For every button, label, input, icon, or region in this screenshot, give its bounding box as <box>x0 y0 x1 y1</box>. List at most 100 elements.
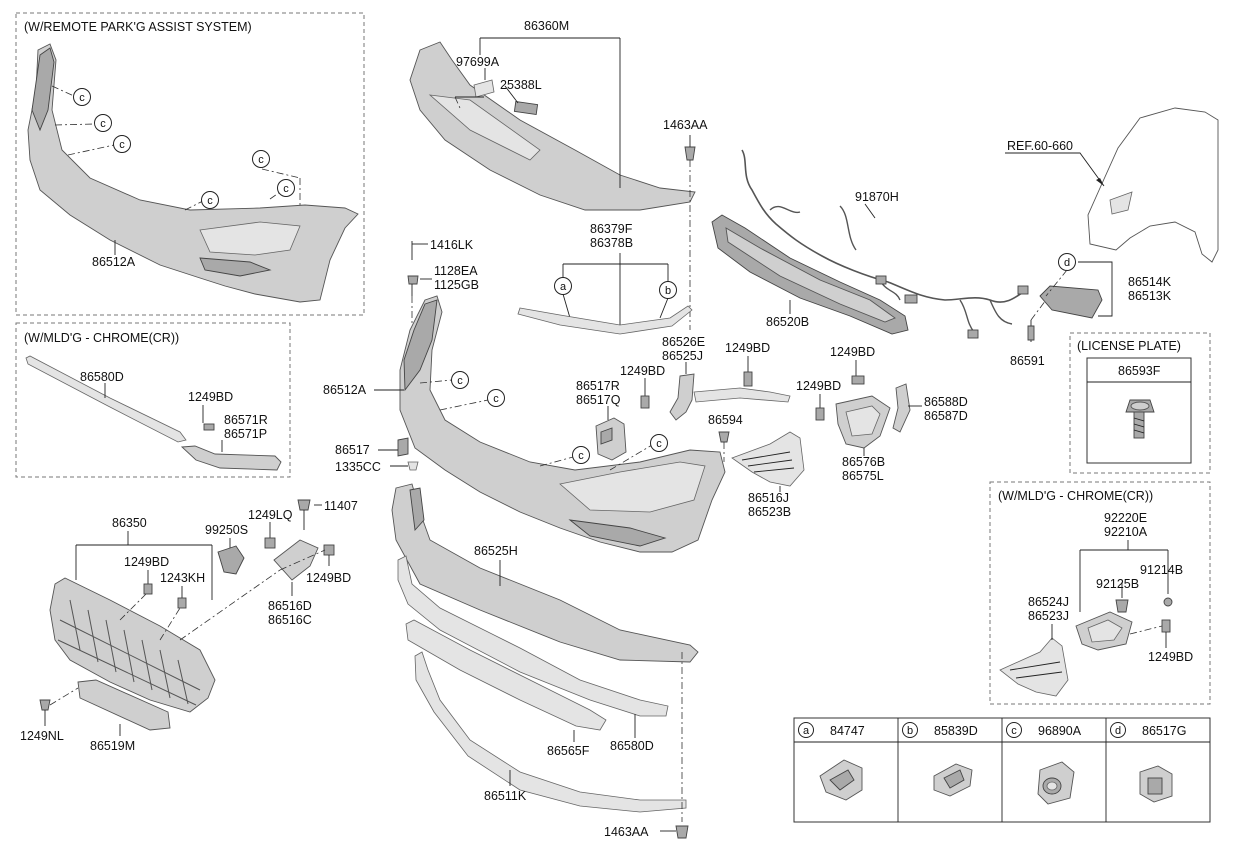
garnish-strip-left <box>25 355 187 443</box>
label-97699A: 97699A <box>456 55 500 69</box>
mldg-chrome-right-title: (W/MLD'G - CHROME(CR)) <box>998 489 1153 503</box>
remote-park-title: (W/REMOTE PARK'G ASSIST SYSTEM) <box>24 20 252 34</box>
label-86580D-bot: 86580D <box>610 739 654 753</box>
garnish-strip-group: 86379F 86378B a b <box>517 222 693 335</box>
label-1249BD-c: 1249BD <box>830 345 875 359</box>
bolt-1249BD-d-group: 1249BD <box>796 379 841 421</box>
remote-park-assist-box: (W/REMOTE PARK'G ASSIST SYSTEM) c c c c … <box>15 12 365 316</box>
label-1416LK: 1416LK <box>430 238 474 252</box>
label-86524J: 86524J <box>1028 595 1069 609</box>
label-86513K: 86513K <box>1128 289 1172 303</box>
label-92125B: 92125B <box>1096 577 1139 591</box>
label-REF-60-660: REF.60-660 <box>1007 139 1073 153</box>
svg-text:b: b <box>907 725 913 737</box>
label-1335CC: 1335CC <box>335 460 381 474</box>
license-bolt-icon <box>1125 399 1155 439</box>
callout-c-ring-main-3: c <box>572 446 590 464</box>
fender-group: REF.60-660 <box>1005 107 1219 263</box>
label-86379F: 86379F <box>590 222 633 236</box>
legend-part-d: 86517G <box>1142 724 1186 738</box>
label-1249BD-right: 1249BD <box>1148 650 1193 664</box>
svg-text:b: b <box>665 285 671 297</box>
callout-c-ring-6: c <box>277 179 295 197</box>
side-bracket-86514K <box>1039 285 1103 319</box>
svg-text:a: a <box>560 281 567 293</box>
bolt-1249BD-b-group: 1249BD <box>725 341 770 387</box>
legend-cell-b: b 85839D <box>902 722 978 797</box>
energy-absorber-group: 86520B <box>711 214 909 335</box>
label-86526E: 86526E <box>662 335 705 349</box>
lip-garnish-86511K <box>414 651 687 813</box>
callout-c-ring-3: c <box>113 135 131 153</box>
legend-cell-a: a 84747 <box>798 722 865 801</box>
label-86575L: 86575L <box>842 469 884 483</box>
callout-a-ring: a <box>554 277 572 295</box>
label-1249BD-d: 1249BD <box>796 379 841 393</box>
label-91214B: 91214B <box>1140 563 1183 577</box>
legend-part-c: 96890A <box>1038 724 1082 738</box>
bolt-1249BD-left <box>203 423 215 431</box>
callout-b-ring: b <box>659 281 677 299</box>
side-bracket-group: d 86514K 86513K 86591 <box>1010 253 1172 368</box>
bolt-1249BD-a-group: 1249BD <box>620 364 665 409</box>
label-86587D: 86587D <box>924 409 968 423</box>
label-86514K: 86514K <box>1128 275 1172 289</box>
callout-c-ring-1: c <box>73 88 91 106</box>
clip-86594-group: 86594 <box>708 413 743 462</box>
skid-plate-86565F <box>397 555 669 717</box>
bracket-86526E <box>669 373 695 421</box>
label-86523B: 86523B <box>748 505 791 519</box>
mldg-chrome-right-box: (W/MLD'G - CHROME(CR)) 92220E 92210A 912… <box>989 481 1211 705</box>
label-91870H: 91870H <box>855 190 899 204</box>
callout-c-ring-main-2: c <box>487 389 505 407</box>
under-cover-86360M <box>409 41 696 211</box>
fastener-86517-group: 86517 1335CC <box>335 437 419 474</box>
label-92220E: 92220E <box>1104 511 1147 525</box>
label-86512A-main: 86512A <box>323 383 367 397</box>
svg-text:c: c <box>119 139 125 151</box>
callout-c-ring-2: c <box>94 114 112 132</box>
label-1249BD-grille2: 1249BD <box>306 571 351 585</box>
fog-garnish-86516J <box>731 431 805 487</box>
label-86565F: 86565F <box>547 744 590 758</box>
label-1463AA-top: 1463AA <box>663 118 708 132</box>
wiring-harness-group: 91870H <box>741 149 1029 339</box>
svg-text:d: d <box>1064 257 1070 269</box>
label-86520B: 86520B <box>766 315 809 329</box>
svg-text:c: c <box>457 375 463 387</box>
label-86594: 86594 <box>708 413 743 427</box>
legend-cell-d: d 86517G <box>1110 722 1186 803</box>
callout-c-ring-4: c <box>201 191 219 209</box>
bracket-86516D <box>273 539 319 581</box>
label-25388L: 25388L <box>500 78 542 92</box>
callout-c-ring-main-4: c <box>650 434 668 452</box>
svg-text:c: c <box>207 195 213 207</box>
lower-bumper-group: 86525H 86565F 86580D 86511K 1463AA <box>391 483 699 839</box>
fog-garnish-group: 86516J 86523B <box>731 431 805 519</box>
callout-c-ring-5: c <box>252 150 270 168</box>
legend-part-a: 84747 <box>830 724 865 738</box>
legend-cell-c: c 96890A <box>1006 722 1082 805</box>
label-plate-97699A <box>473 79 495 98</box>
label-86360M: 86360M <box>524 19 569 33</box>
fog-garnish-86524J <box>999 637 1069 697</box>
bracket-86526E-group: 86526E 86525J <box>662 335 791 421</box>
label-99250S: 99250S <box>205 523 248 537</box>
label-86525J: 86525J <box>662 349 703 363</box>
label-86593F: 86593F <box>1118 364 1161 378</box>
label-1249BD-a: 1249BD <box>620 364 665 378</box>
label-11407: 11407 <box>324 499 358 513</box>
wiring-harness-91870H <box>741 149 1027 303</box>
label-86512A-box: 86512A <box>92 255 136 269</box>
under-cover-group: 86360M 97699A 25388L <box>409 19 696 211</box>
bracket-86588D-group: 86588D 86587D <box>892 383 968 433</box>
label-86516C: 86516C <box>268 613 312 627</box>
svg-text:c: c <box>79 92 85 104</box>
chrome-garnish-piece <box>180 445 282 471</box>
label-86517Q: 86517Q <box>576 393 621 407</box>
callout-c-ring-main-1: c <box>451 371 469 389</box>
sensor-99250S <box>217 545 245 575</box>
mldg-chrome-left-title: (W/MLD'G - CHROME(CR)) <box>24 331 179 345</box>
label-86517: 86517 <box>335 443 370 457</box>
